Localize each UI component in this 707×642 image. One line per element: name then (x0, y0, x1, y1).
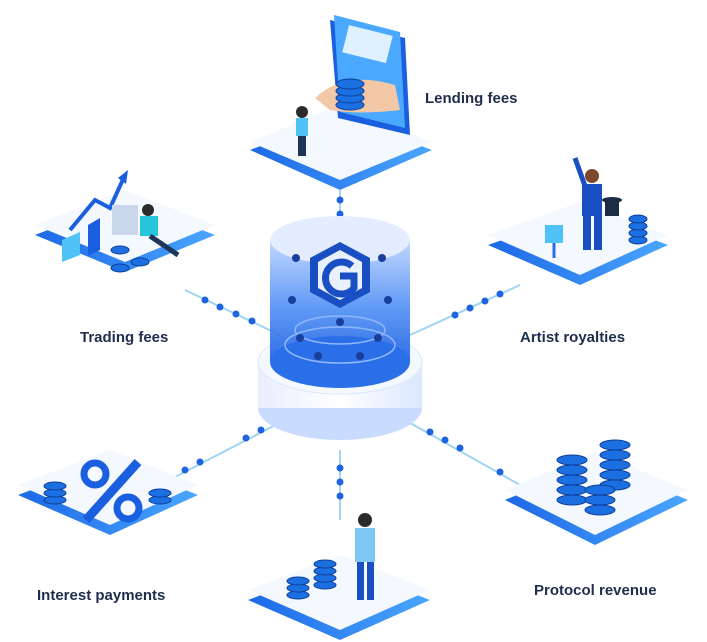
person-coins-icon (286, 513, 375, 600)
label-artist: Artist royalties (520, 329, 625, 346)
magician-hat-icon (545, 157, 648, 258)
tile-staking (248, 513, 430, 640)
coin-stacks-icon (556, 439, 631, 516)
tile-protocol (505, 439, 688, 545)
tile-artist (488, 157, 668, 285)
credit-card-hand-coins-icon (296, 15, 410, 156)
tile-lending (250, 15, 432, 190)
label-interest: Interest payments (37, 587, 165, 604)
percent-icon (43, 458, 172, 524)
label-lending: Lending fees (425, 90, 518, 107)
tile-interest (18, 450, 198, 535)
central-hub (257, 216, 423, 440)
label-protocol: Protocol revenue (534, 582, 657, 599)
label-trading: Trading fees (80, 329, 168, 346)
hex-g-logo-icon (310, 242, 370, 308)
tile-trading (35, 170, 215, 273)
rising-chart-icon (62, 170, 180, 273)
